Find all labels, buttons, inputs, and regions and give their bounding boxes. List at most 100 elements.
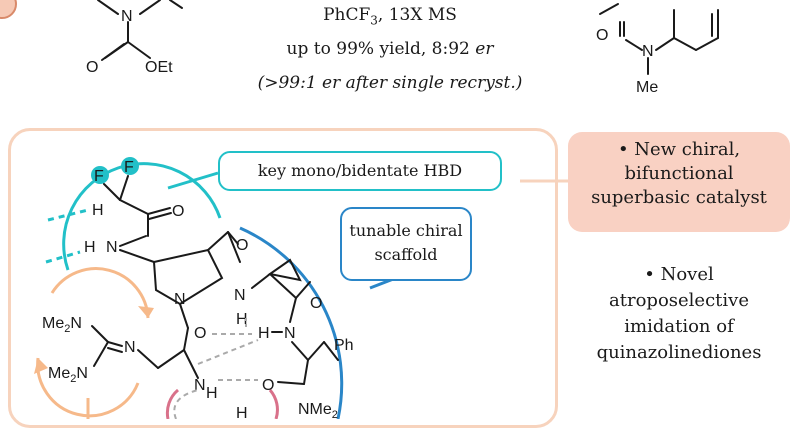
bond [137, 349, 159, 369]
bullet-line: • Novel [644, 264, 714, 285]
atom-n: N [124, 339, 136, 356]
atom-o: O [172, 203, 184, 220]
bond [269, 273, 297, 299]
bond [93, 341, 109, 367]
bond [127, 41, 151, 59]
atom-me2n: Me2N [48, 365, 88, 385]
bullet-line: • New chiral, [617, 139, 741, 160]
solvent-condition: PhCF3, 13X MS [323, 5, 457, 28]
atom-o: O [236, 237, 248, 254]
connector-line [520, 179, 572, 183]
scaffold-label: tunable chiral scaffold [340, 207, 472, 281]
substrate-highlight-circle [0, 0, 17, 19]
bond [307, 341, 325, 361]
bond [599, 3, 619, 15]
bond [251, 273, 271, 289]
atom-n: N [106, 239, 118, 256]
atom-h: H [206, 385, 218, 402]
bond [139, 0, 161, 15]
hbd-label: key mono/bidentate HBD [218, 151, 502, 191]
bond [625, 39, 643, 51]
bullet-line: superbasic catalyst [591, 187, 767, 208]
atom-me2n: Me2N [42, 315, 82, 335]
scaffold-arc [239, 226, 344, 419]
bond [91, 325, 109, 343]
bond [107, 347, 123, 353]
atom-h: H [92, 202, 104, 219]
h-bond [173, 389, 199, 419]
bond [655, 37, 675, 51]
atom-o: O [194, 325, 206, 342]
atom-nme2: NMe2 [298, 401, 338, 419]
carbamate-structure: N O OEt [0, 0, 183, 76]
pink-arc [165, 388, 180, 419]
bond [183, 349, 199, 379]
h-bond [47, 208, 89, 222]
hbd-connector [167, 171, 219, 190]
bond [323, 341, 339, 361]
atom-f: F [94, 168, 104, 185]
h-bond [197, 339, 259, 365]
bond [97, 0, 119, 15]
pink-arc [268, 389, 279, 419]
pyrrolidine-ring [152, 248, 224, 306]
atom-oet: OEt [145, 59, 173, 76]
atom-o: O [262, 377, 274, 394]
bond [148, 212, 172, 220]
imidation-bullet: • Novel atroposelective imidation of qui… [568, 262, 790, 366]
atom-h: H [236, 405, 248, 419]
bond [119, 249, 155, 263]
atom-n: N [194, 377, 206, 394]
catalyst-structure: F F O H H N N O N H O O H N Ph N H O NMe… [34, 157, 397, 419]
bond [103, 183, 121, 201]
recryst-condition: (>99:1 er after single recryst.) [257, 73, 523, 93]
bond [183, 327, 189, 351]
bond [119, 175, 129, 201]
bond [147, 207, 171, 215]
atom-n: N [174, 291, 186, 308]
atom-h: H [258, 325, 270, 342]
atom-ph: Ph [334, 337, 354, 354]
cyclopropyl-ring [267, 258, 302, 282]
bond [169, 0, 183, 9]
arrow-head [34, 358, 48, 374]
bond [119, 199, 149, 215]
bond [101, 43, 125, 61]
scaffold-label-line: tunable chiral [349, 221, 463, 240]
atom-me: Me [636, 79, 658, 96]
atom-n: N [234, 287, 246, 304]
catalyst-bullet: • New chiral, bifunctional superbasic ca… [568, 132, 790, 232]
bond [107, 341, 123, 347]
bond [157, 349, 185, 369]
guanidine-arrow-bottom [36, 357, 140, 418]
atom-h: H [236, 311, 248, 328]
bond [291, 341, 309, 361]
atom-h: H [84, 239, 96, 256]
bond [289, 297, 297, 323]
bullet-line: quinazolinediones [596, 342, 762, 363]
bond [179, 303, 189, 329]
atom-n: N [642, 43, 654, 60]
yield-condition: up to 99% yield, 8:92 er [286, 39, 494, 59]
bond [295, 281, 311, 299]
bond [119, 235, 147, 247]
atom-o: O [86, 59, 98, 76]
fluorine-highlight [91, 166, 109, 184]
bond [695, 37, 719, 51]
quinazolinedione-structure: O N Me [596, 3, 719, 96]
scaffold-label-line: scaffold [374, 245, 438, 264]
guanidine-arrow-top [50, 267, 150, 319]
bullet-line: imidation of [624, 316, 734, 337]
bond [303, 359, 309, 385]
atom-f: F [124, 159, 134, 176]
bond [227, 231, 241, 263]
h-bond [45, 250, 81, 264]
atom-o: O [310, 295, 322, 312]
bullet-line: atroposelective [609, 290, 749, 311]
bond [277, 381, 305, 385]
bond [673, 37, 697, 51]
fluorine-highlight [121, 157, 139, 175]
hbd-arc [62, 162, 222, 271]
atom-o: O [596, 27, 608, 44]
atom-n: N [284, 325, 296, 342]
